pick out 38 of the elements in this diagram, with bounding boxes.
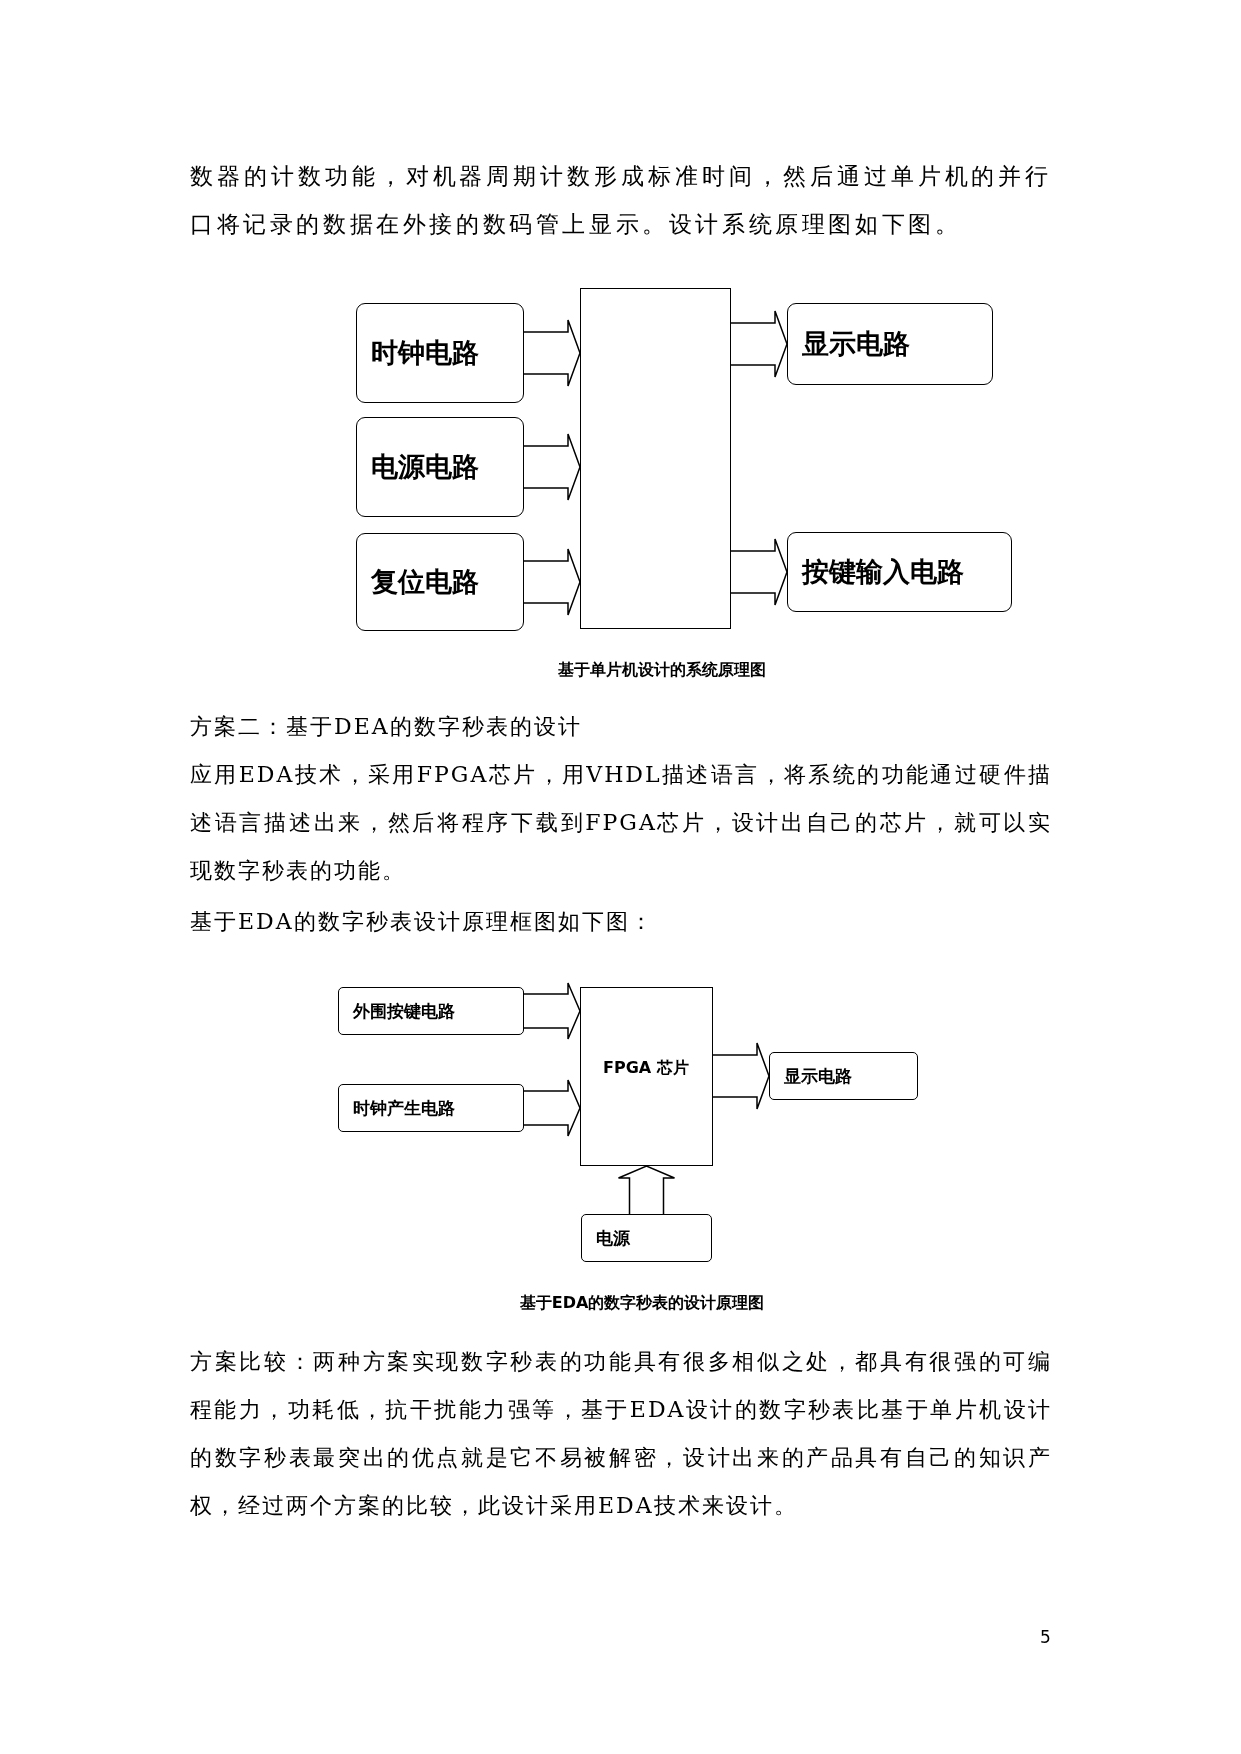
block-box (581, 1214, 712, 1262)
paragraph-text: 应用EDA技术，采用FPGA芯片，用VHDL描述语言，将系统的功能通过硬件描述语言描述出来，然后将程序下载到FPGA芯片，设计出自己的芯片，就可以实现数字秒表的功能。 (190, 761, 1052, 885)
paragraph-text: 方案比较：两种方案实现数字秒表的功能具有很多相似之处，都具有很强的可编程能力，功耗低，抗干扰能力强等，基于EDA设计的数字秒表比基于单片机设计的数字秒表最突出的优点就是它不易被解密，设计出来的产品具有自己的知识产权，经过两个方案的比较，此设计采用EDA技术来设计。 (190, 1348, 1052, 1520)
block-label: FPGA 芯片 (603, 1058, 689, 1079)
page-number: 5 (1040, 1627, 1051, 1647)
bus-arrow (523, 433, 581, 501)
bus-arrow (730, 310, 788, 378)
bus-arrow (523, 319, 581, 387)
block-label: 复位电路 (371, 565, 479, 599)
block-label: 时钟产生电路 (353, 1096, 455, 1120)
paragraph-text: 方案二：基于DEA的数字秒表的设计 (190, 713, 583, 741)
block-box (338, 1084, 524, 1132)
block-box (787, 532, 1012, 612)
block-label: 时钟电路 (371, 336, 479, 370)
block-box (356, 533, 524, 631)
chip-box (580, 288, 731, 629)
block-label: 按键输入电路 (802, 555, 964, 589)
bus-arrow (712, 1042, 770, 1110)
bus-arrow (730, 538, 788, 606)
paragraph-text: 数器的计数功能，对机器周期计数形成标准时间，然后通过单片机的并行口将记录的数据在外接的数码管上显示。设计系统原理图如下图。 (190, 162, 1052, 239)
block-box (338, 987, 524, 1035)
block-box (580, 987, 713, 1166)
figure-caption: 基于EDA的数字秒表的设计原理图 (519, 1293, 765, 1314)
bus-arrow (523, 1079, 581, 1137)
bus-arrow (617, 1165, 676, 1215)
bus-arrow (523, 548, 581, 616)
block-box (787, 303, 993, 385)
block-box (356, 417, 524, 517)
figure-caption: 基于单片机设计的系统原理图 (558, 660, 766, 681)
block-label: 外围按键电路 (353, 999, 455, 1023)
block-label: 电源 (596, 1226, 630, 1250)
block-label: 显示电路 (802, 327, 910, 361)
bus-arrow (523, 982, 581, 1040)
block-label: 电源电路 (371, 450, 479, 484)
block-box (356, 303, 524, 403)
paragraph-text: 基于EDA的数字秒表设计原理框图如下图： (190, 908, 655, 936)
block-label: 显示电路 (784, 1064, 852, 1088)
block-box (769, 1052, 918, 1100)
